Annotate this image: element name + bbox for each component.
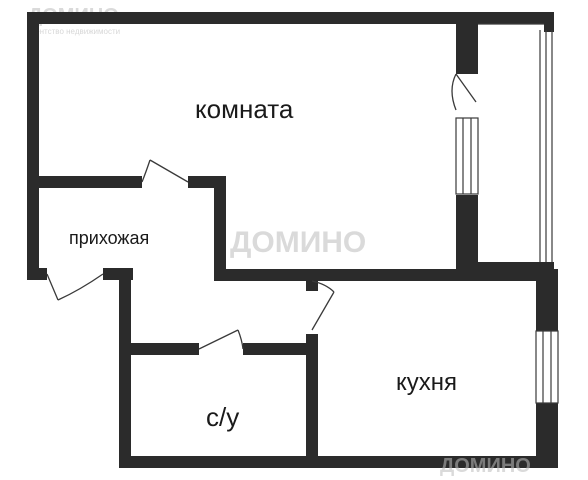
label-bathroom: с/у	[206, 402, 239, 432]
wall-room-right-upper	[456, 12, 478, 74]
wall-left-room	[27, 12, 39, 188]
label-hallway: прихожая	[69, 228, 149, 248]
wall-hall-inner	[119, 268, 131, 468]
wall-kitchen-top-left	[214, 269, 312, 281]
wall-bath-kitchen	[306, 334, 318, 468]
door-entrance	[46, 273, 104, 301]
door-room	[141, 159, 189, 183]
wall-kitchen-top-right	[336, 269, 554, 281]
wall-corridor-kitchen	[306, 281, 318, 291]
walls	[27, 12, 558, 468]
wall-left-hall	[27, 176, 39, 280]
door-kitchen	[311, 280, 335, 331]
wall-hall-bottom-left	[27, 268, 47, 280]
wall-bath-top-left	[119, 343, 199, 355]
wall-bath-top-right	[243, 343, 318, 355]
watermark-tagline-top: агентство недвижимости	[28, 27, 120, 36]
doors	[46, 73, 477, 350]
loggia-glazing	[478, 23, 553, 262]
watermark-brand-center: ДОМИНО	[230, 226, 366, 259]
watermark-brand-bottom: ДОМИНО	[440, 455, 531, 477]
room-window	[455, 117, 479, 195]
kitchen-window	[535, 330, 559, 404]
label-kitchen: кухня	[396, 369, 457, 396]
wall-loggia-right	[544, 12, 554, 32]
door-balcony	[451, 73, 477, 111]
door-bathroom	[198, 329, 244, 350]
wall-loggia-bottom	[468, 262, 554, 272]
wall-kitchen-right-lower	[536, 403, 558, 468]
label-room: комната	[195, 94, 294, 124]
wall-bottom	[119, 456, 558, 468]
wall-kitchen-right-upper	[536, 269, 558, 331]
wall-room-inner-v	[214, 176, 226, 281]
wall-room-hall-left	[27, 176, 142, 188]
wall-room-right-lower	[456, 195, 478, 281]
wall-top	[27, 12, 554, 24]
